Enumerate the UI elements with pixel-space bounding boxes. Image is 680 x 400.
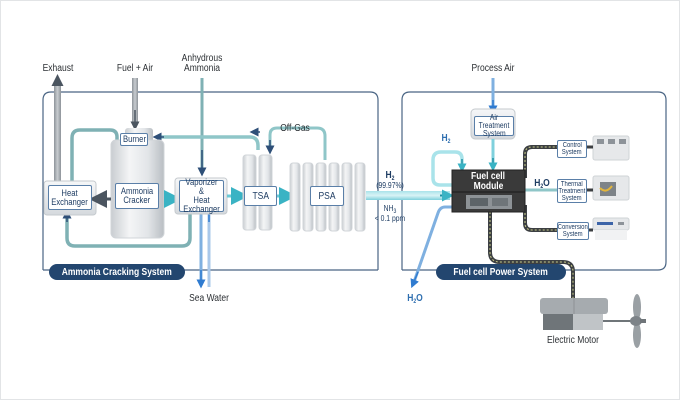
fuel-air-label: Fuel + Air [116,63,154,74]
ammonia-cracking-system-badge: Ammonia Cracking System [49,264,185,280]
electric-motor-label: Electric Motor [547,335,599,346]
h2-transfer-label: H2 [385,170,395,183]
hydrogen-transfer-pipe [366,191,450,200]
h2-purity-label: (99.97%) [376,181,404,190]
nh3-limit-label: < 0.1 ppm [374,214,406,223]
power-cables [488,145,575,298]
off-gas-label: Off-Gas [280,123,310,134]
anhydrous-ammonia-label-line1: Anhydrous [181,53,223,64]
ammonia-cracker-label: Ammonia Cracker [115,183,159,209]
fuel-cell-power-system-badge: Fuel cell Power System [436,264,566,280]
air-treatment-label: Air Treatment System [474,114,514,138]
process-air-label: Process Air [471,63,515,74]
conversion-system-label: Conversion System [557,222,589,240]
anhydrous-ammonia-label-line2: Ammonia [184,63,220,74]
control-cabinet-graphic [592,135,630,161]
h2o-thermal-label: H2O [534,178,550,191]
nh3-label: NH3 [383,204,397,215]
heat-exchanger-label: Heat Exchanger [48,185,92,210]
thermal-equipment-graphic [592,175,630,201]
vaporizer-heat-exchanger-label: Vaporizer & Heat Exchanger [179,178,224,214]
thermal-treatment-system-label: Thermal Treatment System [557,179,587,203]
off-gas-line [160,135,260,150]
burner-label: Burner [120,133,148,146]
fuel-air-pipe [132,78,138,124]
psa-label: PSA [310,186,344,206]
tsa-label: TSA [244,186,277,206]
vaporizer-to-hx-loop [65,212,192,248]
off-gas-from-psa [268,126,327,160]
electric-motor-graphic [540,298,632,330]
control-system-label: Control System [557,140,587,158]
h2-recirc-loop [431,150,464,187]
exhaust-label: Exhaust [42,63,74,74]
hx-to-burner-loop [70,128,119,182]
h2-recirc-label: H2 [441,133,451,146]
water-outlet-line [412,205,452,283]
conversion-equipment-graphic [592,217,630,240]
propeller-graphic [630,294,646,348]
fuel-cell-module-label: Fuel cell Module [471,171,506,192]
h2o-out-label: H2O [407,293,423,306]
sea-water-label: Sea Water [189,293,229,304]
fuelcell-system-boundary [401,91,667,271]
exhaust-pipe [54,84,61,184]
